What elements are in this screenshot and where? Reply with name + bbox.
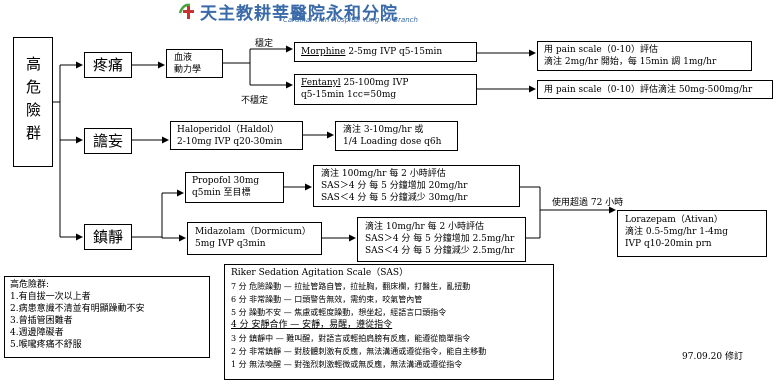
midazolam-line-2: 5mg IVP q3min xyxy=(195,239,266,249)
hemodynamics-line-2: 動力學 xyxy=(174,65,202,75)
delirium-label: 譫妄 xyxy=(92,132,123,150)
high-risk-criteria-item: 4.週邊障礙者 xyxy=(10,328,64,338)
morphine-name: Morphine xyxy=(301,47,346,57)
hospital-english-name: Cardinal Tien Hospital Yung Ho Branch xyxy=(283,16,418,24)
pain-box: 疼痛 xyxy=(84,52,132,78)
hemodynamics-box: 血液 動力學 xyxy=(166,49,223,78)
hospital-name: 天主教耕莘醫院永和分院 xyxy=(200,3,398,24)
haloperidol-drip-line-2: 1/4 Loading dose q6h xyxy=(343,137,442,147)
high-risk-group-box: 高危險群 xyxy=(13,37,53,167)
sedation-label: 鎮靜 xyxy=(92,228,123,246)
propofol-drip-line-2: SAS＞4 分 每 5 分鐘增加 20mg/hr xyxy=(321,181,468,191)
midazolam-drip-line-3: SAS＜4 分 每 5 分鐘減少 2.5mg/hr xyxy=(365,246,515,256)
lorazepam-line-3: IVP q10-20min prn xyxy=(625,239,712,249)
sas-level-6: 6 分 非常躁動 — 口頭警告無效，需約束，咬氣管內管 xyxy=(231,295,423,304)
sas-scale-title: Riker Sedation Agitation Scale（SAS） xyxy=(231,268,409,278)
propofol-drip-box: 滴注 100mg/hr 每 2 小時評估 SAS＞4 分 每 5 分鐘增加 20… xyxy=(313,165,520,207)
midazolam-line-1: Midazolam（Dormicum） xyxy=(195,227,311,237)
fentanyl-frequency: q5-15min 1cc=50mg xyxy=(301,90,397,100)
morphine-titration-line-1: 用 pain scale（0-10）評估 xyxy=(544,45,658,55)
fentanyl-box: Fentanyl 25-100mg IVP q5-15min 1cc=50mg xyxy=(294,74,477,105)
propofol-drip-line-1: 滴注 100mg/hr 每 2 小時評估 xyxy=(321,169,446,179)
fentanyl-titration-box: 用 pain scale（0-10）評估滴注 50mg-500mg/hr xyxy=(537,80,773,99)
high-risk-criteria-box: 高危險群: 1.有自拔一次以上者 2.病患意識不清並有明顯躁動不安 3.曾插管困… xyxy=(4,276,210,358)
sas-level-1: 1 分 無法喚醒 — 對強烈刺激輕微或無反應，無法溝通或遵從指令 xyxy=(231,360,463,369)
propofol-line-1: Propofol 30mg xyxy=(192,176,260,186)
haloperidol-drip-box: 滴注 3-10mg/hr 或 1/4 Loading dose q6h xyxy=(335,121,458,151)
cross-logo-icon xyxy=(178,3,194,19)
midazolam-box: Midazolam（Dormicum） 5mg IVP q3min xyxy=(187,222,322,255)
haloperidol-drip-line-1: 滴注 3-10mg/hr 或 xyxy=(343,125,424,135)
fentanyl-dose: 25-100mg IVP xyxy=(340,78,409,88)
high-risk-criteria-item: 2.病患意識不清並有明顯躁動不安 xyxy=(10,304,145,314)
sas-level-2: 2 分 非常鎮靜 — 對肢體刺激有反應，無法溝通或遵從指令，能自主移動 xyxy=(231,347,487,356)
sas-level-7: 7 分 危險躁動 — 拉扯管路自管，拉扯胸，翻床欄，打醫生，亂扭動 xyxy=(231,282,471,291)
hospital-header: 天主教耕莘醫院永和分院 xyxy=(178,0,398,24)
morphine-titration-box: 用 pain scale（0-10）評估 滴注 2mg/hr 開始，每 15mi… xyxy=(537,41,752,71)
sedation-box: 鎮靜 xyxy=(84,224,132,250)
propofol-box: Propofol 30mg q5min 至目標 xyxy=(185,172,284,203)
high-risk-criteria-item: 5.喉嚨疼痛不舒服 xyxy=(10,340,82,350)
stable-label: 穩定 xyxy=(255,39,274,49)
morphine-box: Morphine 2-5mg IVP q5-15min xyxy=(294,42,477,62)
haloperidol-box: Haloperidol（Haldol） 2-10mg IVP q20-30min xyxy=(170,121,303,150)
hemodynamics-line-1: 血液 xyxy=(174,53,193,63)
midazolam-drip-line-1: 滴注 10mg/hr 每 2 小時評估 xyxy=(365,222,485,232)
high-risk-criteria-title: 高危險群: xyxy=(10,280,50,290)
sas-level-4: 4 分 安靜合作 — 安靜，易醒，遵從指令 xyxy=(231,320,393,330)
delirium-box: 譫妄 xyxy=(84,128,132,154)
morphine-dose: 2-5mg IVP q5-15min xyxy=(345,47,443,57)
sas-level-5: 5 分 躁動不安 — 焦慮或輕度躁動，想坐起，經語言口頭指令 xyxy=(231,308,447,317)
unstable-label: 不穩定 xyxy=(241,96,269,106)
midazolam-drip-line-2: SAS＞4 分 每 5 分鐘增加 2.5mg/hr xyxy=(365,234,515,244)
over-72-hours-label: 使用超過 72 小時 xyxy=(552,198,624,208)
lorazepam-line-1: Lorazepam（Ativan） xyxy=(625,215,723,225)
midazolam-drip-box: 滴注 10mg/hr 每 2 小時評估 SAS＞4 分 每 5 分鐘增加 2.5… xyxy=(357,217,526,262)
pain-label: 疼痛 xyxy=(92,56,123,74)
propofol-drip-line-3: SAS＜4 分 每 5 分鐘減少 30mg/hr xyxy=(321,193,468,203)
haloperidol-line-1: Haloperidol（Haldol） xyxy=(177,125,279,135)
haloperidol-line-2: 2-10mg IVP q20-30min xyxy=(177,137,283,147)
lorazepam-box: Lorazepam（Ativan） 滴注 0.5-5mg/hr 1-4mg IV… xyxy=(617,210,767,257)
morphine-titration-line-2: 滴注 2mg/hr 開始，每 15min 調 1mg/hr xyxy=(544,57,717,67)
fentanyl-name: Fentanyl xyxy=(301,78,341,88)
high-risk-criteria-item: 3.曾插管困難者 xyxy=(10,316,73,326)
propofol-line-2: q5min 至目標 xyxy=(192,188,251,198)
lorazepam-line-2: 滴注 0.5-5mg/hr 1-4mg xyxy=(625,227,729,237)
sas-scale-box: Riker Sedation Agitation Scale（SAS） 7 分 … xyxy=(224,264,554,380)
high-risk-group-label: 高危險群 xyxy=(24,56,42,148)
sas-level-3: 3 分 鎮靜中 — 難叫醒，對語言或輕拍肩膀有反應，能遵從簡單指令 xyxy=(231,334,471,343)
high-risk-criteria-item: 1.有自拔一次以上者 xyxy=(10,292,91,302)
revision-date: 97.09.20 修訂 xyxy=(682,352,743,362)
fentanyl-titration-line: 用 pain scale（0-10）評估滴注 50mg-500mg/hr xyxy=(544,85,753,95)
